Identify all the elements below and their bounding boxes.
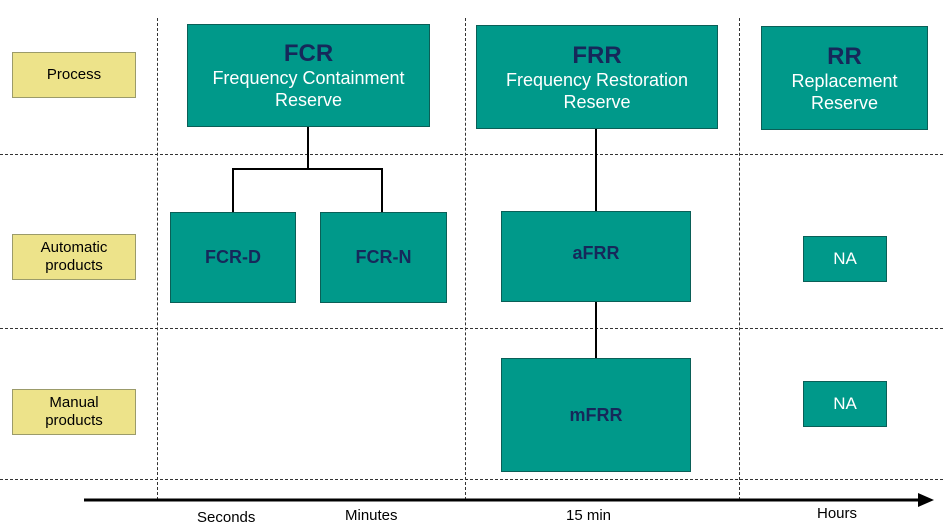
connector-fcr-bar [232,168,383,170]
afrr-label: aFRR [572,243,620,263]
rr-line2: Reserve [810,92,879,113]
connector-fcr-stem [307,126,309,169]
row-divider-3 [0,479,943,480]
row-divider-1 [0,154,943,155]
frr-line1: Frequency Restoration [505,69,689,90]
row-divider-2 [0,328,943,329]
process-frr-box: FRR Frequency Restoration Reserve [476,25,718,129]
fcr-line2: Reserve [274,90,343,110]
connector-frr-afrr [595,128,597,211]
time-axis-arrow [84,493,934,507]
axis-label-hours: Hours [817,505,858,522]
row-label-automatic: Automatic products [12,234,136,280]
axis-label-15-min: 15 min [566,507,612,524]
product-fcr-n-box: FCR-N [320,212,447,303]
row-label-process: Process [12,52,136,98]
column-divider-3 [739,18,740,500]
rr-automatic-na-label: NA [833,249,857,268]
product-rr-manual-na-box: NA [803,381,887,427]
row-label-manual: Manual products [12,389,136,435]
rr-manual-na-label: NA [833,394,857,413]
process-rr-box: RR Replacement Reserve [761,26,928,130]
row-label-automatic-line2: products [45,257,103,274]
fcr-d-label: FCR-D [205,247,261,267]
product-afrr-box: aFRR [501,211,691,302]
frr-line2: Reserve [563,91,631,112]
fcr-abbr: FCR [283,40,334,67]
column-divider-2 [465,18,466,500]
connector-afrr-mfrr [595,302,597,358]
connector-fcr-n [381,168,383,212]
column-divider-1 [157,18,158,500]
row-label-manual-line1: Manual [49,394,99,411]
row-label-automatic-line1: Automatic [40,239,108,256]
process-fcr-box: FCR Frequency Containment Reserve [187,24,430,127]
product-mfrr-box: mFRR [501,358,691,472]
connector-fcr-d [232,168,234,212]
rr-abbr: RR [827,42,862,70]
row-label-manual-line2: products [45,412,103,429]
fcr-line1: Frequency Containment [212,68,405,88]
product-fcr-d-box: FCR-D [170,212,296,303]
frr-abbr: FRR [572,41,622,69]
mfrr-label: mFRR [569,404,623,425]
row-label-process-text: Process [46,66,102,83]
axis-label-seconds: Seconds [197,509,256,526]
axis-label-minutes: Minutes [345,507,398,524]
product-rr-automatic-na-box: NA [803,236,887,282]
rr-line1: Replacement [791,70,898,91]
fcr-n-label: FCR-N [355,247,412,267]
